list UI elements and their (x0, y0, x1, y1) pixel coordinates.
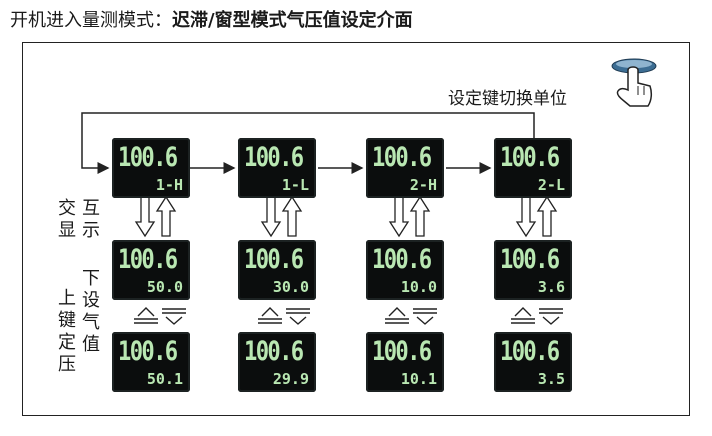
updown-arrows-icon (388, 195, 431, 238)
updown-arrows-icon (260, 195, 303, 238)
plus-minus-buttons-icon (385, 307, 437, 325)
label-interact-col2: 互示 (82, 198, 100, 241)
plus-minus-buttons-icon (134, 307, 186, 325)
page-heading: 开机进入量测模式：迟滞/窗型模式气压值设定介面 (10, 6, 413, 32)
plus-minus-buttons-icon (258, 307, 310, 325)
label-setting-col1: 上键定压 (58, 288, 76, 375)
heading-prefix: 开机进入量测模式： (10, 10, 172, 31)
plus-minus-buttons-icon (511, 307, 563, 325)
unit-switch-hint: 设定键切换单位 (448, 89, 567, 109)
updown-arrows-icon (515, 195, 558, 238)
heading-title: 迟滞/窗型模式气压值设定介面 (172, 10, 413, 31)
loop-arrow (81, 112, 535, 174)
touch-hand-icon (611, 58, 657, 107)
label-setting-col2: 下设气值 (82, 268, 100, 355)
diagram-frame (22, 42, 690, 416)
updown-arrows-icon (134, 195, 177, 238)
label-interact-col1: 交显 (58, 198, 76, 241)
